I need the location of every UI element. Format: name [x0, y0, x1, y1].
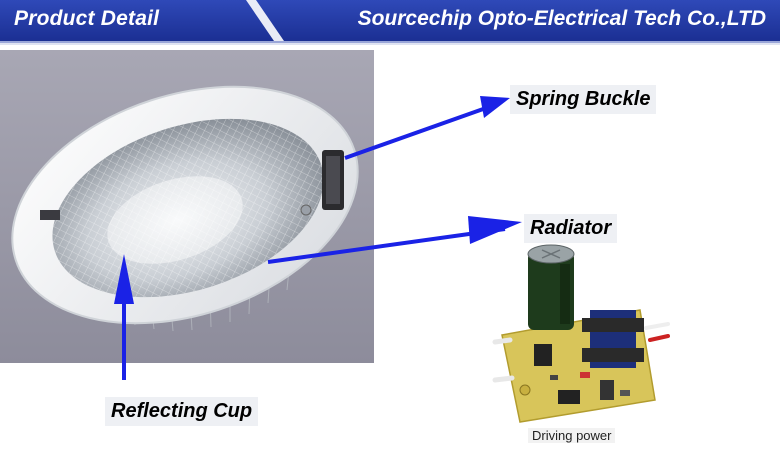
- section-title: Product Detail: [14, 7, 160, 30]
- header-underline: [0, 43, 780, 45]
- label-reflecting-cup: Reflecting Cup: [105, 397, 259, 426]
- driver-board-image: [492, 244, 670, 423]
- company-name: Sourcechip Opto-Electrical Tech Co.,LTD: [357, 7, 766, 30]
- arrow-head-spring-buckle: [480, 96, 510, 118]
- downlight-product-image: [0, 50, 374, 363]
- header-banner: Product Detail Sourcechip Opto-Electrica…: [0, 0, 780, 43]
- banner-divider: [246, 0, 284, 41]
- driver-caption: Driving power: [528, 428, 616, 443]
- label-spring-buckle: Spring Buckle: [510, 85, 657, 114]
- label-radiator: Radiator: [524, 214, 618, 243]
